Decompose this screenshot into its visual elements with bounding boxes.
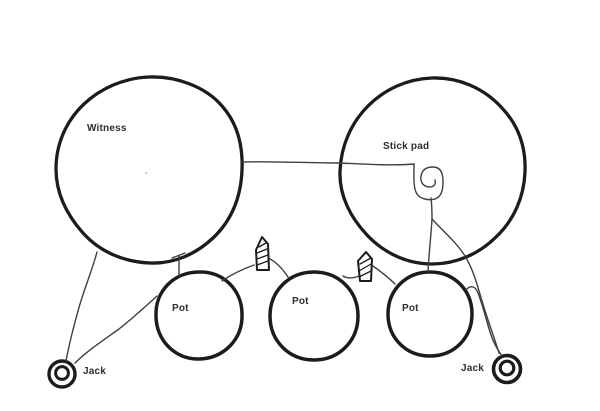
- wire-fork-to-jack-right: [431, 218, 500, 354]
- wire-pot-right-to-jack-right: [465, 286, 503, 357]
- stray-dot: [145, 172, 147, 174]
- wire-pot-left-to-jack-left: [74, 295, 158, 364]
- pot-right-circle: [386, 270, 474, 358]
- wire-splice-right-to-pot-right: [372, 265, 396, 285]
- witness-label: Witness: [87, 123, 127, 134]
- pot-left-label: Pot: [172, 303, 189, 314]
- jack-right-inner-ring: [498, 359, 516, 377]
- pot-right-label: Pot: [402, 303, 419, 314]
- wire-spiral-to-pot-right: [427, 197, 433, 272]
- wire-witness-to-jack-left: [65, 251, 98, 362]
- pot-middle-label: Pot: [292, 296, 309, 307]
- stickpad-spiral: [413, 163, 444, 201]
- wire-witness-to-stickpad: [241, 161, 415, 166]
- wire-splice-left-to-pot-middle: [267, 257, 289, 278]
- wire-pot-middle-to-splice-right: [342, 275, 360, 279]
- pot-middle-circle: [268, 270, 360, 362]
- splice-left-hatching: [256, 242, 269, 266]
- wire-pot-left-to-splice-left: [221, 264, 255, 282]
- jack-left-inner-ring: [54, 365, 70, 381]
- wire-witness-junction-tick: [171, 252, 186, 259]
- jack-left-outer-ring: [47, 359, 77, 389]
- splice-right-hatching: [358, 257, 372, 278]
- stick-pad-label: Stick pad: [383, 141, 430, 152]
- jack-right-outer-ring: [491, 353, 523, 385]
- stick-pad-circle: [338, 76, 527, 266]
- jack-right-label: Jack: [461, 363, 485, 374]
- pot-left-circle: [154, 270, 244, 361]
- jack-left-label: Jack: [83, 366, 107, 377]
- witness-circle: [54, 75, 244, 265]
